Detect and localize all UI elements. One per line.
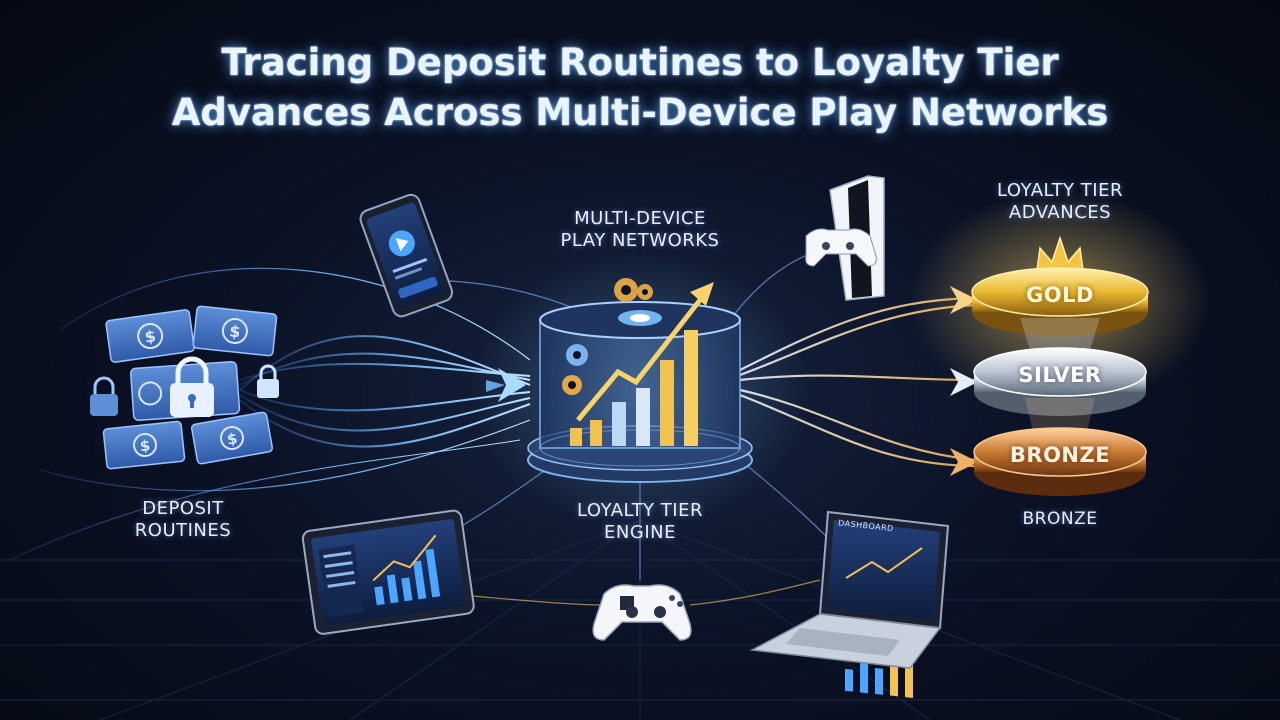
gear-icon — [614, 278, 653, 302]
dollar-bill-icon: $ — [192, 305, 278, 357]
tablet-icon — [301, 509, 475, 635]
dollar-bill-icon: $ — [190, 411, 274, 465]
deposit-cluster: $ $ $ $ — [90, 305, 279, 470]
svg-text:$: $ — [225, 429, 238, 449]
label-line: PLAY NETWORKS — [560, 230, 720, 251]
gamepad-icon — [592, 584, 692, 641]
bar — [684, 330, 698, 446]
padlock-icon — [90, 376, 118, 416]
engine-label: LOYALTY TIER ENGINE — [545, 500, 735, 544]
bar — [590, 420, 602, 446]
bar — [612, 402, 626, 446]
growth-arrow-icon — [576, 298, 702, 422]
gear-icon — [562, 344, 588, 395]
deposit-routines-label: DEPOSIT ROUTINES — [108, 498, 258, 542]
label-line: ENGINE — [604, 522, 676, 543]
tier-bronze-label: BRONZE — [1009, 443, 1111, 467]
svg-text:$: $ — [228, 321, 241, 341]
title-line-2: Advances Across Multi-Device Play Networ… — [171, 91, 1109, 134]
bar — [660, 360, 674, 446]
laptop-icon — [749, 510, 950, 698]
network-connectors — [459, 579, 821, 606]
deposit-flow-lines — [9, 267, 531, 561]
bar — [636, 388, 650, 446]
bronze-caption: BRONZE — [1022, 509, 1098, 529]
tier-flow-lines — [739, 296, 976, 468]
label-line: DEPOSIT — [142, 498, 224, 519]
tier-discs — [971, 235, 1149, 496]
play-networks-label: MULTI-DEVICE PLAY NETWORKS — [540, 208, 740, 252]
title-line-1: Tracing Deposit Routines to Loyalty Tier — [221, 41, 1059, 84]
padlock-icon — [257, 364, 279, 398]
label-line: ADVANCES — [1008, 202, 1112, 223]
tier-advances-label: LOYALTY TIER ADVANCES — [975, 180, 1145, 224]
dollar-bill-icon: $ — [102, 420, 186, 470]
label-line: LOYALTY TIER — [997, 180, 1123, 201]
game-console-icon — [805, 175, 885, 301]
dollar-bill-icon: $ — [105, 309, 195, 363]
svg-text:$: $ — [143, 326, 157, 346]
tier-gold-label: GOLD — [1026, 283, 1094, 307]
growth-chart — [570, 282, 714, 446]
tier-flow-arrows — [950, 286, 978, 476]
label-line: LOYALTY TIER — [577, 500, 703, 521]
tier-silver-label: SILVER — [1018, 363, 1102, 387]
svg-text:$: $ — [139, 436, 151, 455]
padlock-icon — [170, 356, 214, 417]
label-line: MULTI-DEVICE — [574, 208, 706, 229]
page-title: Tracing Deposit Routines to Loyalty Tier… — [0, 38, 1280, 138]
smartphone-icon — [359, 193, 454, 318]
flow-arrow-icon — [498, 368, 526, 402]
label-line: ROUTINES — [134, 520, 232, 541]
bar — [570, 428, 582, 446]
